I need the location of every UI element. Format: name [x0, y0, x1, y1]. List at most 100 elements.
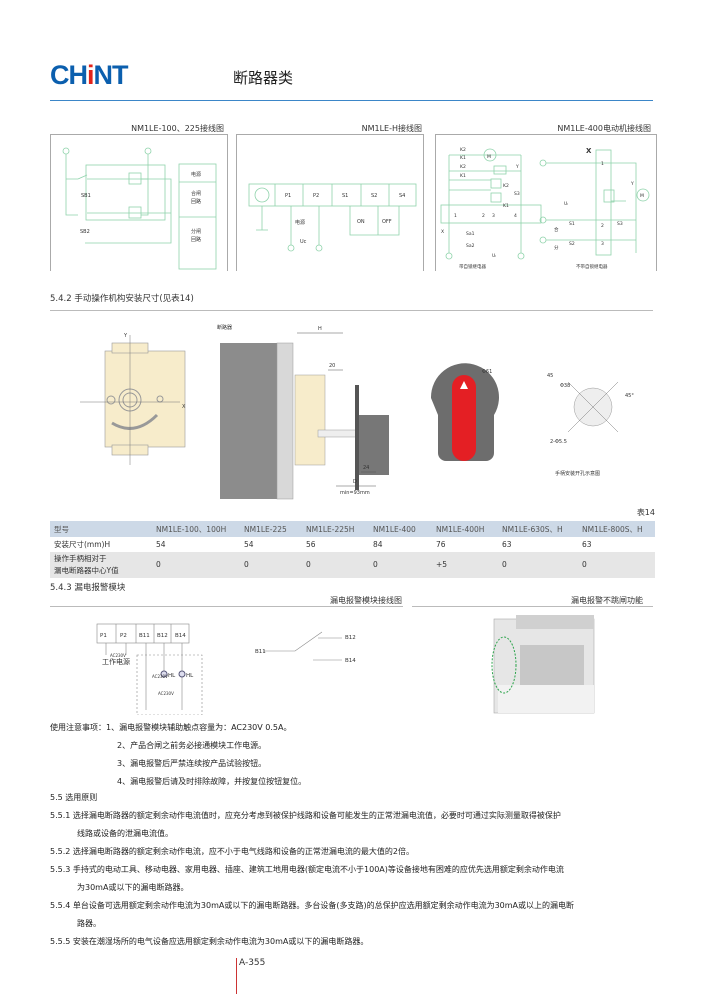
table-cell: 0	[240, 552, 302, 578]
row-label-line2: 漏电断路器中心Y值	[54, 566, 119, 575]
svg-text:合闸: 合闸	[191, 190, 201, 197]
table-header: NM1LE-100、100H	[152, 521, 240, 537]
table-cell: 84	[373, 540, 383, 549]
table-header: NM1LE-630S、H	[498, 521, 578, 537]
diagram-title-2: NM1LE-H接线图	[361, 124, 422, 133]
svg-text:回路: 回路	[191, 236, 201, 243]
svg-text:M: M	[487, 154, 491, 160]
svg-text:S4: S4	[399, 193, 405, 199]
para-5-5-4-cont: 路器。	[77, 919, 101, 928]
para-5-5-1-cont: 线路或设备的泄漏电流值。	[77, 829, 173, 838]
svg-text:min=93mm: min=93mm	[340, 490, 370, 496]
svg-text:S2: S2	[569, 241, 575, 247]
para-5-5-5: 5.5.5 安装在潮湿场所的电气设备应选用额定剩余动作电流为30mA或以下的漏电…	[50, 937, 369, 946]
svg-text:Sa1: Sa1	[466, 231, 475, 237]
svg-text:断路器: 断路器	[217, 324, 232, 331]
table-cell: 0	[498, 552, 578, 578]
table-cell: 56	[306, 540, 316, 549]
svg-text:分闸: 分闸	[191, 228, 201, 235]
table-cell: 0	[152, 552, 240, 578]
svg-text:2: 2	[482, 213, 485, 219]
table-cell: 0	[578, 552, 655, 578]
svg-text:X: X	[441, 229, 444, 235]
table-cell: +5	[432, 552, 498, 578]
table-cell: 54	[244, 540, 254, 549]
svg-text:45°: 45°	[625, 393, 634, 399]
svg-text:Y: Y	[123, 333, 128, 339]
svg-text:K1: K1	[503, 203, 509, 209]
svg-text:电源: 电源	[295, 219, 305, 226]
alarm-photo-title: 漏电报警不跳闸功能	[571, 596, 643, 605]
svg-text:S1: S1	[342, 193, 348, 199]
svg-text:P1: P1	[285, 193, 291, 199]
svg-text:SB1: SB1	[81, 193, 91, 199]
breaker-photo	[491, 615, 595, 714]
svg-text:K1: K1	[460, 173, 466, 179]
svg-text:P2: P2	[120, 633, 127, 639]
svg-text:Uc: Uc	[300, 239, 307, 245]
table-cell: 63	[502, 540, 512, 549]
svg-text:S2: S2	[371, 193, 377, 199]
divider	[412, 606, 653, 607]
para-5-5-4: 5.5.4 单台设备可选用额定剩余动作电流为30mA或以下的漏电断路器。多台设备…	[50, 901, 575, 910]
note-3: 3、漏电报警后严禁连续按产品试验按钮。	[117, 759, 267, 768]
para-5-5-1: 5.5.1 选择漏电断路器的额定剩余动作电流值时，应充分考虑到被保护线路和设备可…	[50, 811, 561, 820]
table-header: NM1LE-400H	[432, 521, 498, 537]
svg-text:手柄安装开孔示意图: 手柄安装开孔示意图	[555, 470, 600, 477]
svg-text:M: M	[640, 193, 644, 199]
handle-mount-plate-drawing: X Y	[80, 333, 186, 465]
section-5-4-3-heading: 5.4.3 漏电报警模块	[50, 583, 126, 593]
right-caption: 不带自锁继电器	[576, 263, 608, 270]
svg-text:X: X	[586, 147, 592, 155]
svg-text:H: H	[318, 326, 322, 332]
svg-text:HL: HL	[186, 673, 194, 679]
section-5-5-heading: 5.5 选用原则	[50, 793, 98, 802]
svg-text:Φ61: Φ61	[482, 369, 492, 375]
svg-text:Uₗ: Uₗ	[492, 253, 496, 259]
svg-text:X: X	[182, 404, 186, 410]
divider	[50, 310, 653, 311]
svg-text:K2: K2	[460, 164, 466, 170]
diagram-title-1: NM1LE-100、225接线图	[131, 124, 224, 133]
svg-text:工作电源: 工作电源	[102, 657, 130, 666]
handle-front-drawing: Φ61	[430, 363, 499, 461]
svg-text:电源: 电源	[191, 171, 201, 178]
mounting-dimension-table: 型号 NM1LE-100、100H NM1LE-225 NM1LE-225H N…	[50, 521, 655, 578]
svg-text:2: 2	[601, 223, 604, 229]
section-5-4-2-heading: 5.4.2 手动操作机构安装尺寸(见表14)	[50, 294, 194, 304]
svg-text:K2: K2	[503, 183, 509, 189]
svg-text:Sa2: Sa2	[466, 243, 475, 249]
svg-text:合: 合	[554, 226, 559, 233]
diagram-title-3: NM1LE-400电动机接线图	[557, 124, 651, 133]
table-label: 表14	[636, 508, 655, 517]
diagram-box-1: SB1 SB2 电源 合闸回路 分闸回路	[50, 134, 228, 271]
svg-text:45: 45	[547, 373, 553, 379]
table-header: NM1LE-800S、H	[578, 521, 655, 537]
svg-text:D: D	[353, 479, 357, 485]
svg-text:Y: Y	[630, 181, 634, 187]
svg-text:B14: B14	[175, 633, 186, 639]
svg-text:P2: P2	[313, 193, 319, 199]
svg-text:3: 3	[492, 213, 495, 219]
table-header: NM1LE-225H	[302, 521, 369, 537]
svg-text:B11: B11	[255, 649, 266, 655]
para-5-5-2: 5.5.2 选择漏电断路器的额定剩余动作电流，应不小于电气线路和设备的正常泄漏电…	[50, 847, 414, 856]
header-divider	[50, 100, 653, 101]
table-header: NM1LE-225	[240, 521, 302, 537]
svg-text:B11: B11	[139, 633, 150, 639]
svg-text:AC230V: AC230V	[110, 653, 126, 658]
svg-text:1: 1	[454, 213, 457, 219]
table-row: 安装尺寸(mm)H 54 54 56 84 76 63 63	[50, 537, 655, 552]
table-cell: 0	[302, 552, 369, 578]
para-5-5-3: 5.5.3 手持式的电动工具、移动电器、家用电器、插座、建筑工地用电器(额定电流…	[50, 865, 564, 874]
note-4: 4、漏电报警后请及时排除故障，并按复位按钮复位。	[117, 777, 307, 786]
svg-text:2-Φ5.5: 2-Φ5.5	[550, 439, 567, 445]
svg-text:K1: K1	[460, 155, 466, 161]
note-1: 使用注意事项：1、漏电报警模块辅助触点容量为：AC230V 0.5A。	[50, 723, 292, 732]
table-cell: 63	[582, 540, 592, 549]
